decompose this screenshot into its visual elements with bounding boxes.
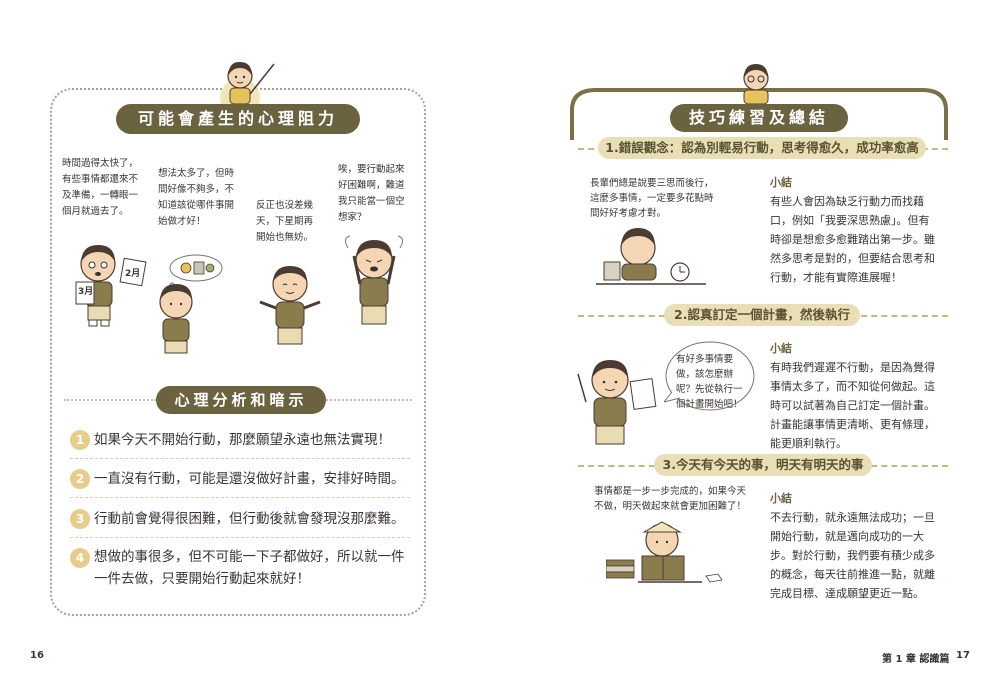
section-2-note: 有時我們遲遲不行動，是因為覺得事情太多了，而不知從何做起。這時可以試著為自己訂定… <box>770 361 935 450</box>
teacher-illustration <box>220 61 275 110</box>
tip-text-4: 想做的事很多，但不可能一下子都做好，所以就一件一件去做，只要開始行動起來就好！ <box>94 549 405 587</box>
child-shrug-illustration <box>259 266 321 345</box>
section-2-quote: 有好多事情要做，該怎麼辦呢？先從執行一個計畫開始吧！ <box>676 354 743 410</box>
tip-text-1: 如果今天不開始行動，那麼願望永遠也無法實現！ <box>94 432 391 448</box>
speech-bubble-1: 時間過得太快了，有些事情都還來不及準備，一轉眼一個月就過去了。 <box>62 158 139 217</box>
tip-text-3: 行動前會覺得很困難，但行動後就會發現沒那麼難。 <box>94 511 405 527</box>
chapter-label: 第 1 章 認識篇 <box>882 654 950 665</box>
child-desk-clock-illustration <box>596 228 706 285</box>
child-reading-illustration <box>606 521 723 583</box>
tip-number-2: 2 <box>70 469 90 489</box>
speech-bubble-2: 想法太多了，但時間好像不夠多，不知道該從哪件事開始做才好！ <box>158 168 235 227</box>
tip-divider <box>70 458 410 459</box>
analysis-divider-left <box>64 399 156 401</box>
tip-divider <box>70 537 410 538</box>
tip-divider <box>70 497 410 498</box>
child-thinking-illustration <box>159 254 223 354</box>
child-frustrated-illustration <box>344 235 404 325</box>
calendar-page-february: 2月 <box>125 269 141 279</box>
section-3-quote: 事情都是一步一步完成的，如果今天不做，明天做起來就會更加困難了！ <box>594 486 747 512</box>
right-page-number: 17 <box>956 650 970 661</box>
tip-number-3: 3 <box>70 509 90 529</box>
left-title-pill: 可能會產生的心理阻力 <box>116 104 360 134</box>
section-3-heading: 3.今天有今天的事，明天有明天的事 <box>654 454 872 476</box>
right-title-pill: 技巧練習及總結 <box>670 104 848 132</box>
section-2-note-label: 小結 <box>770 342 792 355</box>
child-plan-illustration <box>577 360 657 445</box>
speech-bubble-4: 唉，要行動起來好困難啊，難道我只能當一個空想家？ <box>338 164 405 223</box>
left-page-number: 16 <box>30 650 44 661</box>
speech-bubble-outline <box>664 341 755 411</box>
section-1-heading: 1.錯誤觀念：認為別輕易行動，思考得愈久，成功率愈高 <box>598 137 926 159</box>
tip-text-2: 一直沒有行動，可能是還沒做好計畫，安排好時間。 <box>94 471 405 487</box>
section-1-note-label: 小結 <box>770 176 792 189</box>
section-2-heading: 2.認真訂定一個計畫，然後執行 <box>664 304 860 326</box>
speech-bubble-3: 反正也沒差幾天，下星期再開始也無妨。 <box>256 200 314 243</box>
teacher-glasses-illustration <box>743 64 769 105</box>
calendar-page-march: 3月 <box>78 287 94 297</box>
analysis-divider-right <box>326 399 412 401</box>
analysis-title-pill: 心理分析和暗示 <box>156 386 326 414</box>
tip-number-4: 4 <box>70 548 90 568</box>
section-1-note: 有些人會因為缺乏行動力而找藉口，例如「我要深思熟慮」。但有時卻是想愈多愈難踏出第… <box>770 195 935 284</box>
tip-number-1: 1 <box>70 430 90 450</box>
child-calendar-illustration <box>75 245 147 327</box>
section-1-quote: 長輩們總是說要三思而後行，這麼多事情，一定要多花點時間好好考慮才對。 <box>590 178 714 219</box>
section-3-note-label: 小結 <box>770 492 792 505</box>
section-3-note: 不去行動，就永遠無法成功；一旦開始行動，就是邁向成功的一大步。對於行動，我們要有… <box>770 511 935 600</box>
